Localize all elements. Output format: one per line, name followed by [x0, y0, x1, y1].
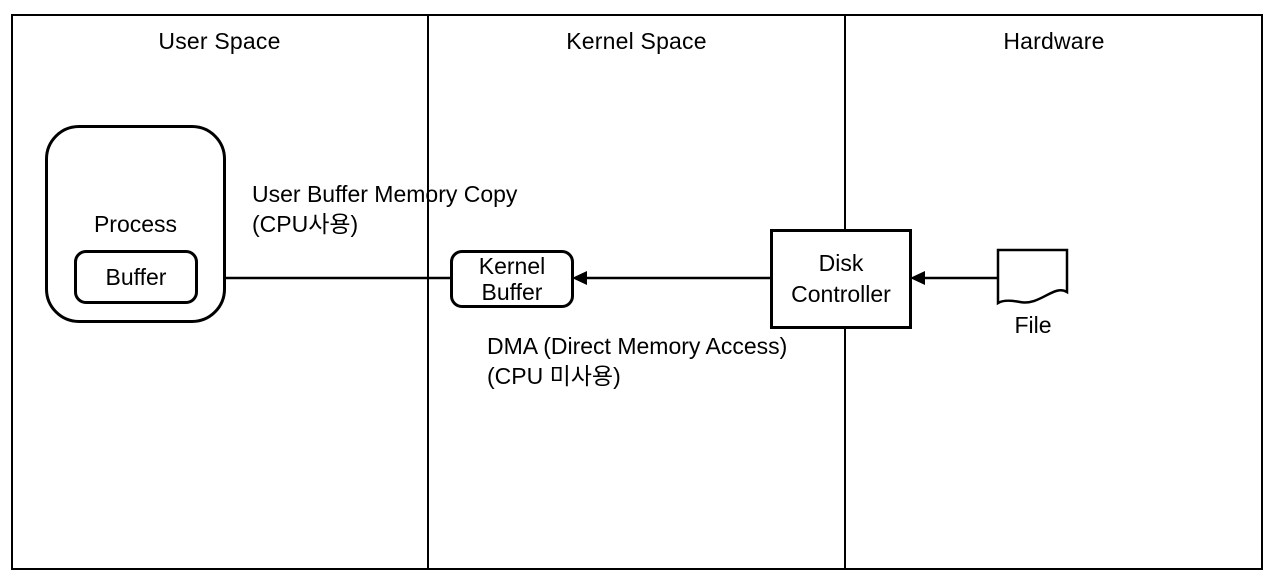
- annotation-user-buffer-memory-copy: User Buffer Memory Copy (CPU사용): [252, 179, 517, 239]
- disk-controller-label-line2: Controller: [791, 281, 891, 307]
- kernel-buffer-label-line2: Buffer: [481, 279, 543, 305]
- disk-controller-label-line1: Disk: [818, 250, 864, 276]
- disk-controller-node: Disk Controller: [770, 229, 912, 329]
- annotation-copy-line2: (CPU사용): [252, 211, 359, 237]
- kernel-buffer-node: Kernel Buffer: [450, 250, 574, 308]
- user-buffer-label: Buffer: [105, 264, 167, 290]
- annotation-dma-line1: DMA (Direct Memory Access): [487, 333, 788, 359]
- kernel-buffer-label-line1: Kernel: [478, 253, 546, 279]
- file-document-icon: [996, 248, 1069, 306]
- process-label: Process: [93, 211, 178, 237]
- section-title-hardware: Hardware: [1003, 28, 1105, 54]
- section-title-kernel-space: Kernel Space: [566, 28, 707, 54]
- annotation-dma: DMA (Direct Memory Access) (CPU 미사용): [487, 331, 787, 391]
- user-buffer-node: Buffer: [74, 250, 198, 304]
- section-title-user-space: User Space: [158, 28, 281, 54]
- annotation-dma-line2: (CPU 미사용): [487, 363, 621, 389]
- outer-frame: [11, 14, 1263, 570]
- file-label: File: [1014, 312, 1052, 338]
- annotation-copy-line1: User Buffer Memory Copy: [252, 181, 518, 207]
- divider-user-kernel: [427, 14, 429, 570]
